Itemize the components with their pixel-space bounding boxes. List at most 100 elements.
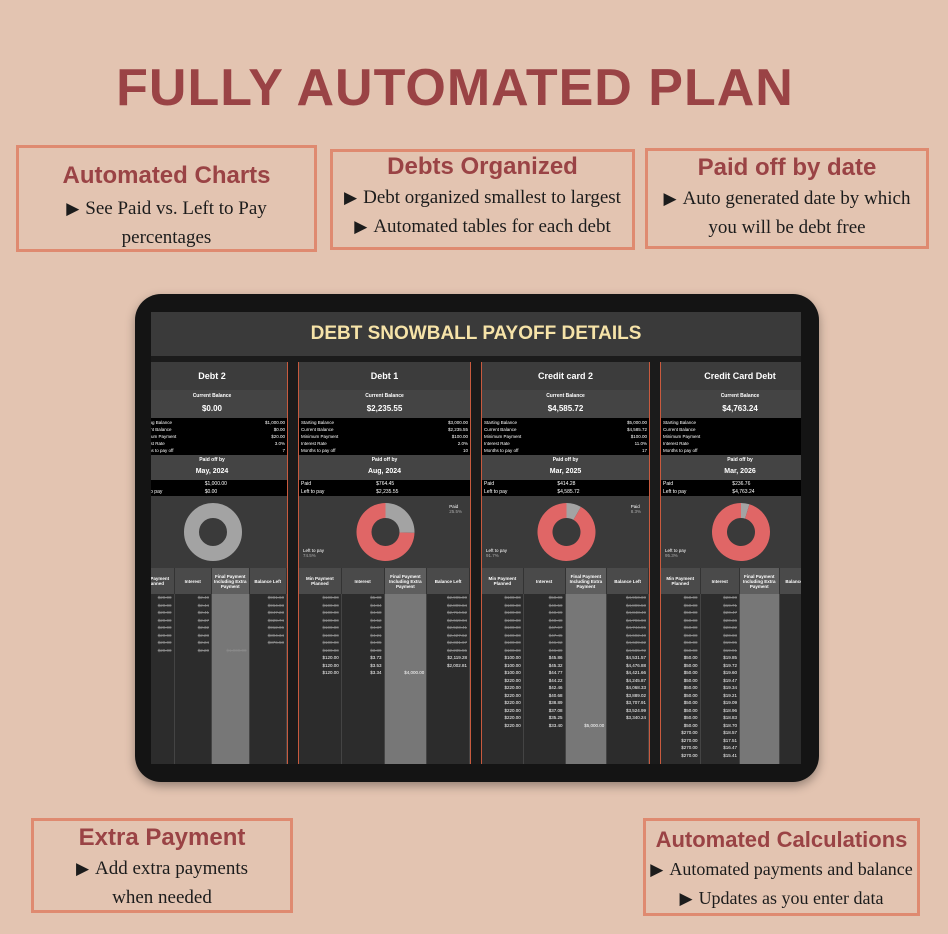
table-cell: $20.00 [157,625,172,630]
table-row: $120.00$3.34$4,000.00 [299,669,470,677]
stat-row: Starting Balance$5,000.00 [484,420,647,425]
feature-title: Debts Organized [387,153,578,180]
table-cell [385,594,428,602]
table-cell: $4,848.49 [625,610,646,615]
table-cell [212,624,250,632]
table-cell [212,632,250,640]
feature-line: ▶Automated payments and balance [650,859,913,879]
table-cell: $100.00 [322,595,339,600]
table-cell: $4,421.66 [625,670,646,675]
payment-table-body: $100.00$50.00$4,950.00$100.00$49.50$4,89… [482,594,649,764]
table-cell: $4,692.40 [625,632,646,638]
table-cell [566,654,608,662]
current-balance-value: $0.00 [151,402,287,418]
table-cell [740,677,780,685]
payment-table-header: Min Payment Planned Interest Final Payme… [482,568,649,594]
table-cell: $18.70 [723,722,737,728]
feature-line: ▶Auto generated date by which [663,188,911,209]
table-cell [780,692,802,700]
payment-table-header: Min Payment Planned Interest Final Payme… [151,568,287,594]
table-row: $100.00$3.89$2,235.55 [299,647,470,655]
table-cell: $50.00 [683,722,698,728]
table-cell [740,744,780,752]
table-row: $100.00$4.52$2,619.04 [299,617,470,625]
table-row: $50.00$20.00 [661,594,801,602]
table-cell: $2.37 [197,617,209,623]
table-cell: $4,899.50 [625,602,646,608]
table-cell: $40.68 [548,692,563,698]
stat-row: Minimum Payment$100.00 [301,434,468,439]
payment-table-body: $50.00$20.00$50.00$19.71$50.00$20.47$50.… [661,594,801,764]
current-balance-label: Current Balance [661,390,801,402]
table-cell [740,729,780,737]
table-row: $50.00$19.71 [661,602,801,610]
table-cell: $2,119.28 [447,655,467,660]
table-cell: $2.44 [197,602,209,608]
table-cell: $2.41 [197,610,209,615]
table-row: $50.00$20.36 [661,617,801,625]
table-cell: $4,585.72 [625,647,646,653]
col-interest: Interest [342,568,385,594]
payment-table-header: Min Payment Planned Interest Final Payme… [661,568,801,594]
table-cell: $18.57 [723,730,737,735]
feature-line: you will be debt free [708,217,866,238]
col-interest: Interest [175,568,212,594]
table-row: $220.00$35.25$3,340.24 [482,714,649,722]
table-cell: $3,524.99 [625,707,646,713]
table-row: $100.00$47.45$4,692.40 [482,632,649,640]
table-cell [780,609,802,617]
table-cell: $100.00 [322,617,339,623]
table-cell [566,669,608,677]
table-cell: $100.00 [504,632,521,638]
table-row: $100.00$4.68$2,714.52 [299,609,470,617]
table-row: $100.00$47.97$4,744.95 [482,624,649,632]
table-cell: $4,950.00 [625,595,646,600]
table-cell: $120.00 [322,662,339,668]
table-cell [780,737,802,745]
table-cell: $15.41 [723,752,737,758]
headline: FULLY AUTOMATED PLAN [116,59,794,117]
stat-row: Minimum Payment [663,434,701,439]
table-cell: $220.00 [504,715,521,720]
table-cell: $19.34 [723,685,737,690]
table-cell: $50.00 [683,715,698,720]
left-row: Left to pay$4,585.72 [482,488,649,496]
paid-slice [385,503,415,533]
col-interest: Interest [701,568,740,594]
debt-name: Debt 1 [299,362,470,390]
table-cell: $4,476.88 [625,662,646,668]
table-cell: $100.00 [504,647,521,653]
table-cell: $100.00 [504,617,521,623]
table-cell [740,692,780,700]
table-cell: $912.06 [267,625,284,630]
table-cell: $19.91 [723,647,737,653]
table-cell: $20.00 [723,595,737,600]
table-cell [740,624,780,632]
triangle-bullet-icon: ▶ [66,199,80,218]
paid-off-by-date: May, 2024 [151,465,287,480]
table-cell: $270.00 [681,737,698,743]
table-cell: $50.00 [683,670,698,675]
left-slice [712,503,770,561]
table-cell: $2.32 [197,625,209,630]
col-balance-left: Balance Left [780,568,801,594]
table-cell [566,707,608,715]
spreadsheet-screen: DEBT SNOWBALL PAYOFF DETAILS Debt 2 Curr… [151,312,801,764]
table-row: $100.00$45.86$4,531.57 [482,654,649,662]
stat-row: Interest Rate [663,441,689,446]
table-cell: $19.71 [723,602,737,608]
debt-stats: Starting Balance Current Balance Minimum… [661,418,801,455]
col-min-payment: Min Payment Planned [482,568,524,594]
table-cell [566,714,608,722]
paid-row: Paid$1,000.00 [151,480,287,488]
table-cell [780,699,802,707]
table-row: $100.00$50.00$4,950.00 [482,594,649,602]
table-cell: $37.08 [548,707,563,713]
table-cell: $4,068.33 [625,685,646,690]
table-cell: $20.08 [723,632,737,638]
table-cell [566,609,608,617]
table-row: $50.00$18.83 [661,714,801,722]
